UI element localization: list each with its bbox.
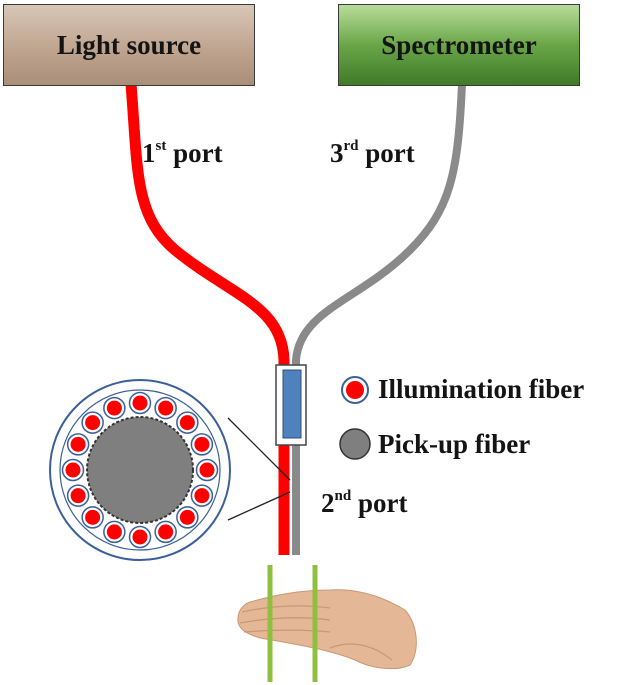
spectrometer-label: Spectrometer — [381, 29, 537, 60]
zoom-line-top — [227, 417, 291, 481]
illumination-fiber-core — [85, 509, 101, 525]
illumination-legend-label: Illumination fiber — [378, 374, 585, 404]
probe-tip — [278, 555, 302, 570]
pickup-fiber-cable — [292, 83, 466, 555]
illumination-fiber-core — [106, 400, 122, 416]
illumination-fiber-core — [70, 436, 86, 452]
pickup-fiber-core — [86, 416, 194, 524]
illumination-fiber-ring — [61, 391, 219, 549]
illumination-fiber-cable — [125, 83, 290, 555]
light-source-box: Light source — [3, 4, 255, 86]
illumination-fiber-core — [65, 462, 81, 478]
fiber-cross-section — [49, 379, 231, 561]
zoom-line-bottom — [227, 491, 291, 521]
second-port-label: 2nd port — [321, 488, 408, 518]
illumination-fiber-core — [179, 509, 195, 525]
illumination-fiber-core — [132, 395, 148, 411]
pickup-legend-icon — [339, 428, 371, 460]
illumination-fiber-core — [199, 462, 215, 478]
pickup-legend-label: Pick-up fiber — [378, 429, 531, 459]
coupler-core — [282, 369, 302, 439]
illumination-fiber-core — [85, 415, 101, 431]
third-port-label: 3rd port — [330, 138, 415, 168]
illumination-fiber-core — [194, 436, 210, 452]
illumination-fiber-core — [158, 524, 174, 540]
illumination-fiber-core — [158, 400, 174, 416]
light-source-label: Light source — [56, 29, 202, 60]
spectrometer-box: Spectrometer — [338, 4, 580, 86]
illumination-fiber-core — [132, 529, 148, 545]
illumination-fiber-core — [179, 415, 195, 431]
first-port-label: 1st port — [142, 138, 223, 168]
illumination-legend-icon — [341, 376, 369, 404]
illumination-fiber-core — [70, 488, 86, 504]
illumination-fiber-core — [194, 488, 210, 504]
illumination-fiber-core — [106, 524, 122, 540]
hand-image — [232, 570, 422, 682]
